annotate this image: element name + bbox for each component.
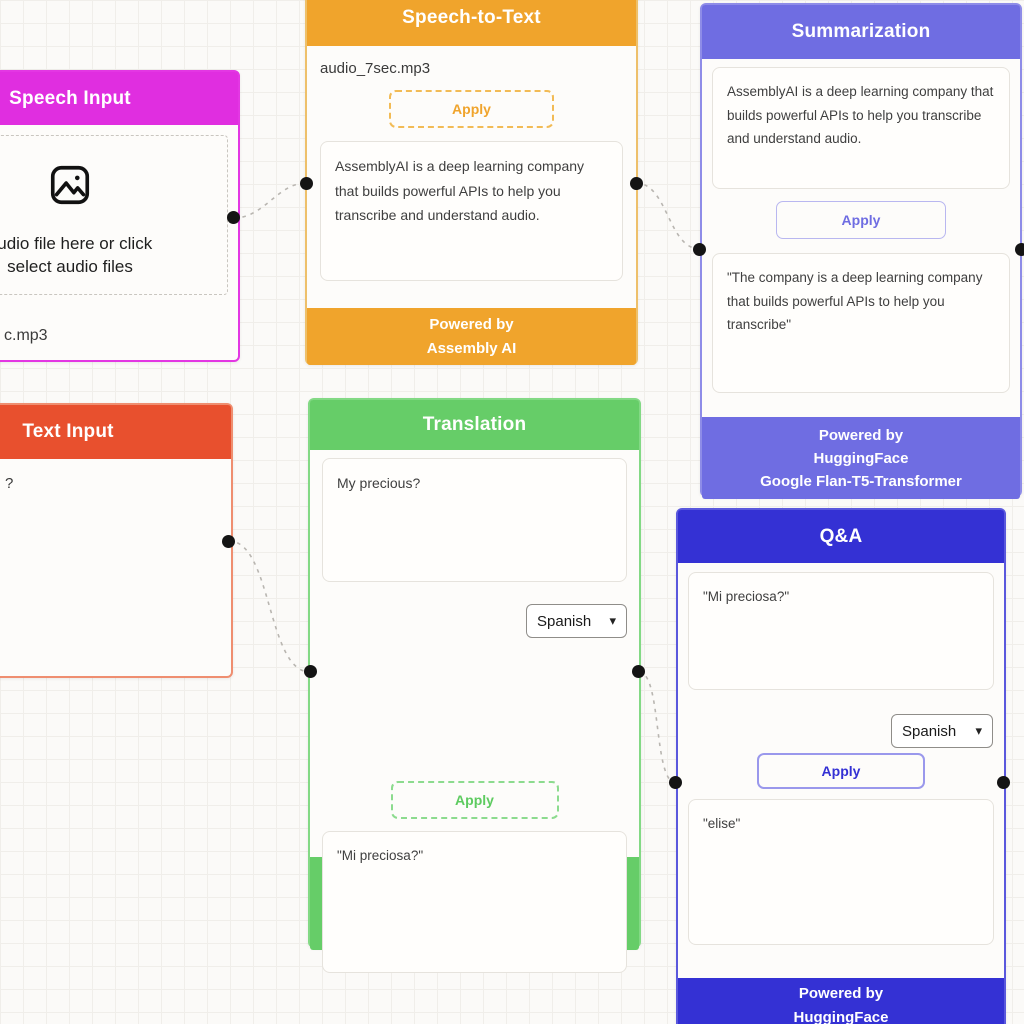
apply-button[interactable]: Apply (757, 753, 925, 789)
connection-handle[interactable] (304, 665, 317, 678)
node-footer: Powered by HuggingFace Google Flan-T5-Tr… (702, 417, 1020, 499)
connection-handle[interactable] (632, 665, 645, 678)
node-text-input[interactable]: Text Input ? (0, 403, 233, 678)
apply-button[interactable]: Apply (390, 781, 559, 819)
node-summarization[interactable]: Summarization AssemblyAI is a deep learn… (700, 3, 1022, 499)
connection-handle[interactable] (1015, 243, 1024, 256)
qa-output-textarea[interactable]: "elise" (688, 799, 994, 945)
connection-handle[interactable] (997, 776, 1010, 789)
node-title[interactable]: Text Input (0, 405, 231, 459)
node-title[interactable]: Speech-to-Text (307, 0, 636, 46)
footer-line: Powered by (798, 985, 884, 1002)
connection-handle[interactable] (669, 776, 682, 789)
language-select-value: Spanish (902, 722, 957, 740)
connection-handle[interactable] (630, 177, 643, 190)
footer-line: Google Flan-T5-Transformer (760, 472, 962, 490)
dropzone-text-line2: select audio files (7, 256, 133, 276)
apply-button[interactable]: Apply (776, 201, 946, 239)
edge-speechinput-stt (233, 182, 307, 219)
apply-button[interactable]: Apply (389, 90, 554, 128)
node-footer: Powered by HuggingFace (678, 978, 1004, 1024)
chevron-down-icon: ▾ (609, 613, 616, 628)
node-speech-to-text[interactable]: Speech-to-Text audio_7sec.mp3 Apply Asse… (305, 0, 638, 365)
node-title[interactable]: Summarization (702, 5, 1020, 59)
connection-handle[interactable] (227, 211, 240, 224)
image-icon (50, 165, 90, 205)
language-select[interactable]: Spanish ▾ (891, 714, 993, 748)
qa-input-textarea[interactable]: "Mi preciosa?" (688, 572, 994, 690)
connection-handle[interactable] (693, 243, 706, 256)
edge-translation-qa (638, 671, 677, 784)
footer-line: HuggingFace (813, 449, 909, 467)
chevron-down-icon: ▾ (975, 723, 982, 738)
node-footer: Powered by Assembly AI (307, 308, 636, 365)
footer-line: Powered by (429, 316, 514, 333)
node-qa[interactable]: Q&A "Mi preciosa?" Spanish ▾ Apply "elis… (676, 508, 1006, 1024)
audio-filename-label: audio_7sec.mp3 (320, 60, 431, 77)
audio-filename-label: c.mp3 (4, 327, 48, 344)
node-speech-input[interactable]: Speech Input audio file here or click se… (0, 70, 240, 362)
edge-textinput-translation (228, 540, 311, 673)
text-input-textarea[interactable]: ? (0, 459, 231, 676)
node-translation[interactable]: Translation My precious? Spanish ▾ Apply… (308, 398, 641, 973)
summary-input-textarea[interactable]: AssemblyAI is a deep learning company th… (712, 67, 1010, 189)
footer-line: HuggingFace (793, 1009, 889, 1024)
connection-handle[interactable] (300, 177, 313, 190)
footer-line: Powered by (818, 426, 904, 444)
edge-stt-summarization (635, 182, 701, 250)
language-select[interactable]: Spanish ▾ (526, 604, 627, 638)
text-input-value: ? (5, 475, 14, 492)
transcript-output[interactable]: AssemblyAI is a deep learning company th… (320, 141, 623, 281)
connection-handle[interactable] (222, 535, 235, 548)
translation-input-textarea[interactable]: My precious? (322, 458, 627, 582)
dropzone-text-line1: audio file here or click (0, 234, 153, 253)
node-title[interactable]: Speech Input (0, 72, 238, 125)
translation-output-textarea[interactable]: "Mi preciosa?" (322, 831, 627, 973)
node-title[interactable]: Q&A (678, 510, 1004, 563)
summary-output-textarea[interactable]: "The company is a deep learning company … (712, 253, 1010, 393)
node-title[interactable]: Translation (310, 400, 639, 450)
audio-dropzone[interactable]: audio file here or click select audio fi… (0, 135, 228, 295)
language-select-value: Spanish (537, 612, 592, 630)
footer-line: Assembly AI (426, 340, 517, 357)
